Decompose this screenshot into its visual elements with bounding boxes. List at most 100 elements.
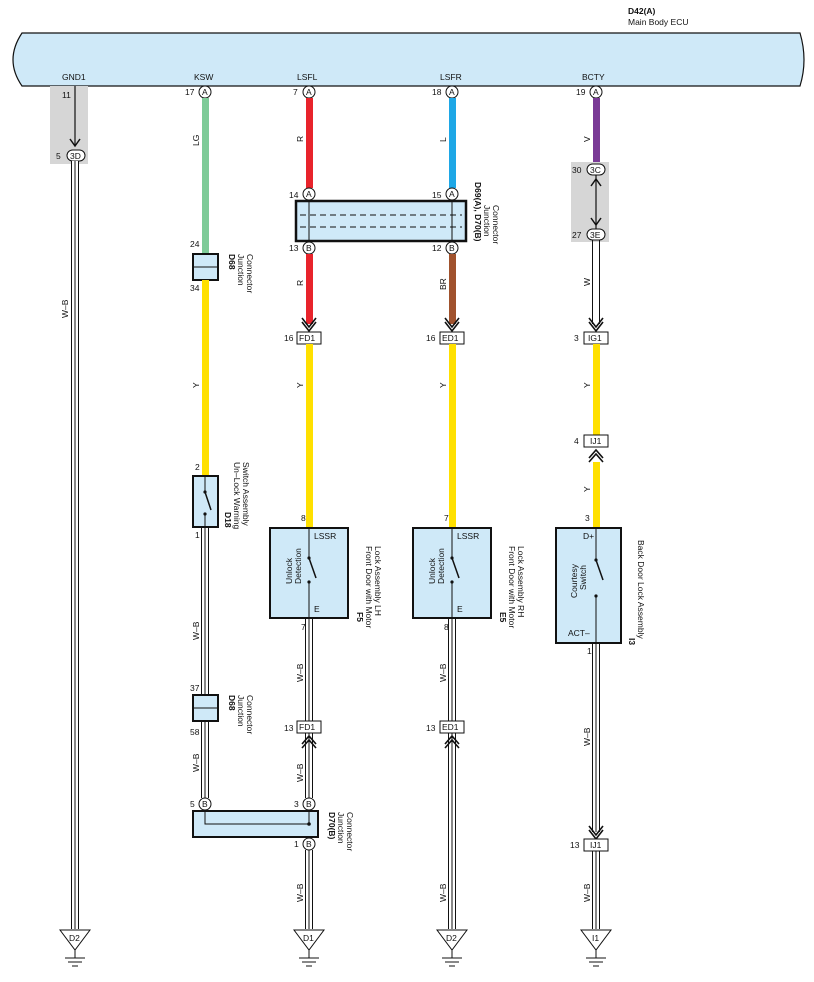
detection-label: Detection	[293, 548, 303, 584]
wb-wire-ksw-2	[201, 721, 209, 798]
conn-a-label: A	[449, 87, 455, 97]
wire-code-y: Y	[582, 486, 592, 492]
pin-5: 5	[190, 799, 195, 809]
wire-code-wb: W–B	[295, 663, 305, 682]
wire-code-br: BR	[438, 278, 448, 290]
wire-y-ksw	[202, 280, 209, 476]
jc-d70b-name2: Connector	[345, 812, 355, 851]
conn-ig1-label: IG1	[588, 333, 602, 343]
wire-code-wb: W–B	[295, 763, 305, 782]
wb-wire-lsfl-2	[305, 733, 313, 798]
conn-ij1-label: IJ1	[590, 840, 602, 850]
switch-icon	[451, 557, 460, 579]
jc-d68-2-name1: Junction	[236, 695, 246, 727]
down-arrow-icon	[69, 138, 81, 148]
detection-label: Detection	[436, 548, 446, 584]
wire-y-lsfl	[306, 344, 313, 528]
pin-3: 3	[585, 513, 590, 523]
wire-v	[593, 98, 600, 164]
jc-d68-code: D68	[227, 254, 237, 270]
conn-fd1-label: FD1	[299, 333, 315, 343]
wire-code-l: L	[438, 137, 448, 142]
wire-code-wb: W–B	[191, 621, 201, 640]
wire-y-bcty-1	[593, 344, 600, 435]
main-body-ecu: D42(A) Main Body ECU GND1 KSW LSFL LSFR …	[12, 6, 805, 87]
wire-code-y: Y	[295, 382, 305, 388]
pin-2: 2	[195, 462, 200, 472]
wire-code-wb: W–B	[438, 883, 448, 902]
conn-b-label: B	[306, 243, 312, 253]
wire-lg	[202, 98, 209, 254]
pin-4: 4	[574, 436, 579, 446]
ecu-terminal-gnd1: GND1	[62, 72, 86, 82]
circuit-bcty: A 19 V 30 3C 27 3E W 3 IG1 Y 4 IJ1 Y 3 D…	[555, 85, 646, 967]
conn-3e-label: 3E	[590, 230, 601, 240]
conn-a-15	[445, 187, 459, 201]
pin-58: 58	[190, 727, 200, 737]
conn-b-label: B	[306, 839, 312, 849]
device-name1: Front Door with Motor	[507, 546, 517, 628]
switch-label: Switch	[578, 565, 588, 590]
pin-37: 37	[190, 683, 200, 693]
pin-30: 30	[572, 165, 582, 175]
device-name1: Front Door with Motor	[364, 546, 374, 628]
pin-8: 8	[444, 622, 449, 632]
conn-a-14	[302, 187, 316, 201]
wire-code-r: R	[295, 280, 305, 286]
pin-14: 14	[289, 190, 299, 200]
pin-8: 8	[301, 513, 306, 523]
conn-a-label: A	[449, 189, 455, 199]
conn-a-label: A	[306, 189, 312, 199]
jc-d68-2-name2: Connector	[245, 695, 255, 734]
ecu-name: Main Body ECU	[628, 17, 688, 27]
up-arrow-icon	[590, 177, 602, 187]
wb-wire-gnd1	[71, 161, 79, 929]
wire-r-bottom	[306, 254, 313, 324]
pin-7: 7	[293, 87, 298, 97]
ground-label-d2: D2	[446, 933, 457, 943]
circuit-gnd1: 11 3D 5 W–B D2	[50, 86, 91, 967]
pin-13: 13	[426, 723, 436, 733]
shaded-connector-area	[571, 162, 609, 242]
pin-13: 13	[284, 723, 294, 733]
wire-code-wb: W–B	[60, 299, 70, 318]
ground-label-d1: D1	[303, 933, 314, 943]
pin-18: 18	[432, 87, 442, 97]
wb-wire-bcty-1	[592, 643, 600, 832]
term-d-plus: D+	[583, 531, 594, 541]
wb-wire-bcty-2	[592, 851, 600, 929]
conn-b-label: B	[449, 243, 455, 253]
pin-13: 13	[570, 840, 580, 850]
pin-7: 7	[444, 513, 449, 523]
wire-r-top	[306, 98, 313, 188]
jc-d68-name1: Junction	[236, 254, 246, 286]
jc-d69-name2: Connector	[491, 205, 501, 244]
device-name2: Lock Assembly LH	[373, 546, 383, 616]
wire-code-lg: LG	[191, 135, 201, 146]
device-code-i3: I3	[627, 638, 637, 645]
conn-a-label: A	[593, 87, 599, 97]
conn-ed1-label: ED1	[442, 722, 459, 732]
pin-15: 15	[432, 190, 442, 200]
wb-wire-lsfl-1	[305, 618, 313, 721]
wire-code-v: V	[582, 136, 592, 142]
wire-code-y: Y	[191, 382, 201, 388]
pin-16: 16	[426, 333, 436, 343]
wire-code-y: Y	[582, 382, 592, 388]
pin-16: 16	[284, 333, 294, 343]
wire-y-lsfr	[449, 344, 456, 528]
wire-code-wb: W–B	[295, 883, 305, 902]
unlock-label: Unlock	[284, 557, 294, 584]
conn-ij1-top	[583, 434, 609, 448]
wb-wire-lsfr-1	[448, 618, 456, 721]
conn-b-label: B	[202, 799, 208, 809]
pin-24: 24	[190, 239, 200, 249]
ecu-bar	[12, 32, 805, 87]
device-name2: Lock Assembly RH	[516, 546, 526, 617]
female-terminal-icon	[588, 448, 604, 463]
conn-3c-label: 3C	[590, 165, 601, 175]
circuit-lsfl: A 7 R 14 A 13 B R 16 FD1 Y 8 LSSR Unlock…	[269, 85, 383, 967]
wire-code-w: W	[582, 278, 592, 286]
wire-code-wb: W–B	[582, 727, 592, 746]
